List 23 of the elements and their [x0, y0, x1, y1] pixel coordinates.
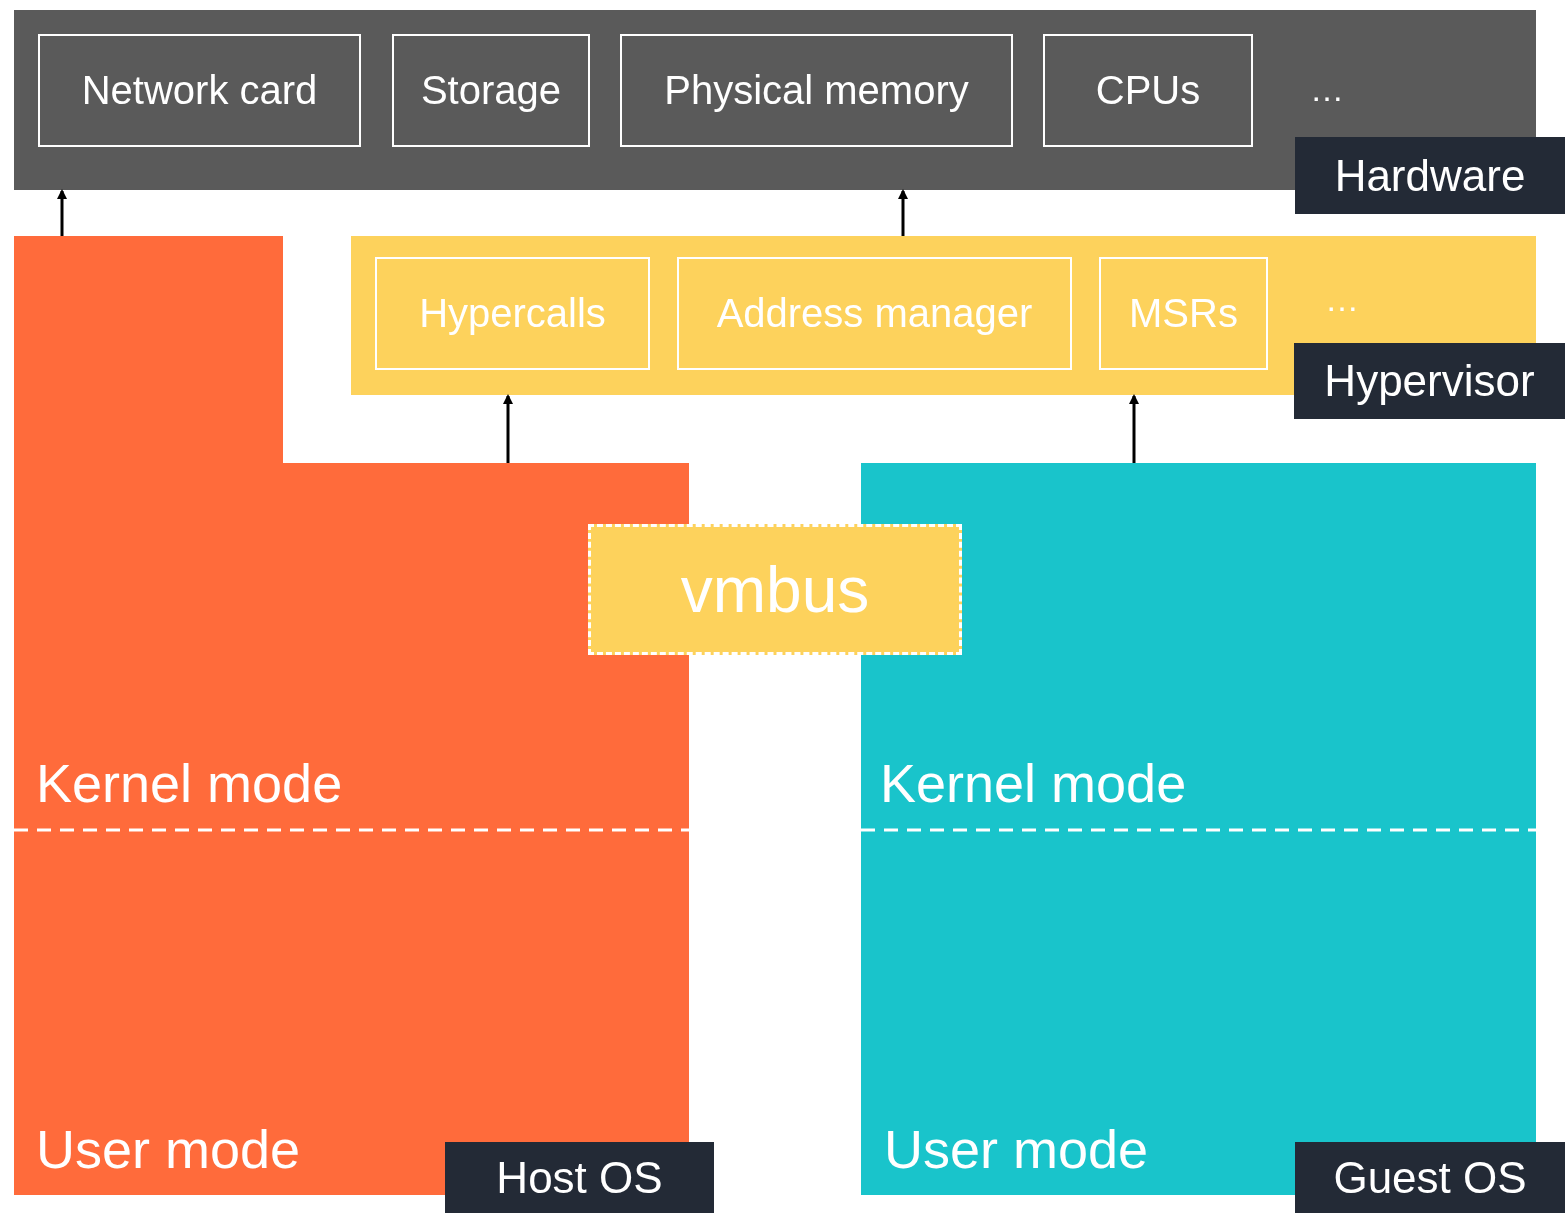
- component-box: Network card: [38, 34, 361, 147]
- bus-label: vmbus: [680, 552, 870, 627]
- vmbus-box: [588, 524, 962, 655]
- component-box: Hypercalls: [375, 257, 650, 370]
- layer-tag: Host OS: [445, 1142, 714, 1213]
- component-box: CPUs: [1043, 34, 1253, 147]
- arrow: [1129, 394, 1139, 463]
- component-box: Storage: [392, 34, 590, 147]
- arrow: [898, 189, 908, 236]
- layer-tag: Guest OS: [1295, 1142, 1565, 1213]
- layer-tag: Hypervisor: [1294, 343, 1565, 419]
- mode-label: Kernel mode: [36, 752, 343, 814]
- component-box: MSRs: [1099, 257, 1268, 370]
- more-indicator: …: [1310, 70, 1344, 109]
- layer-tag: Hardware: [1295, 137, 1565, 214]
- arrow: [57, 189, 67, 236]
- mode-label: Kernel mode: [880, 752, 1187, 814]
- component-box: Address manager: [677, 257, 1072, 370]
- more-indicator: …: [1325, 280, 1359, 319]
- mode-label: User mode: [36, 1118, 301, 1180]
- arrow: [503, 394, 513, 463]
- component-box: Physical memory: [620, 34, 1013, 147]
- mode-label: User mode: [884, 1118, 1149, 1180]
